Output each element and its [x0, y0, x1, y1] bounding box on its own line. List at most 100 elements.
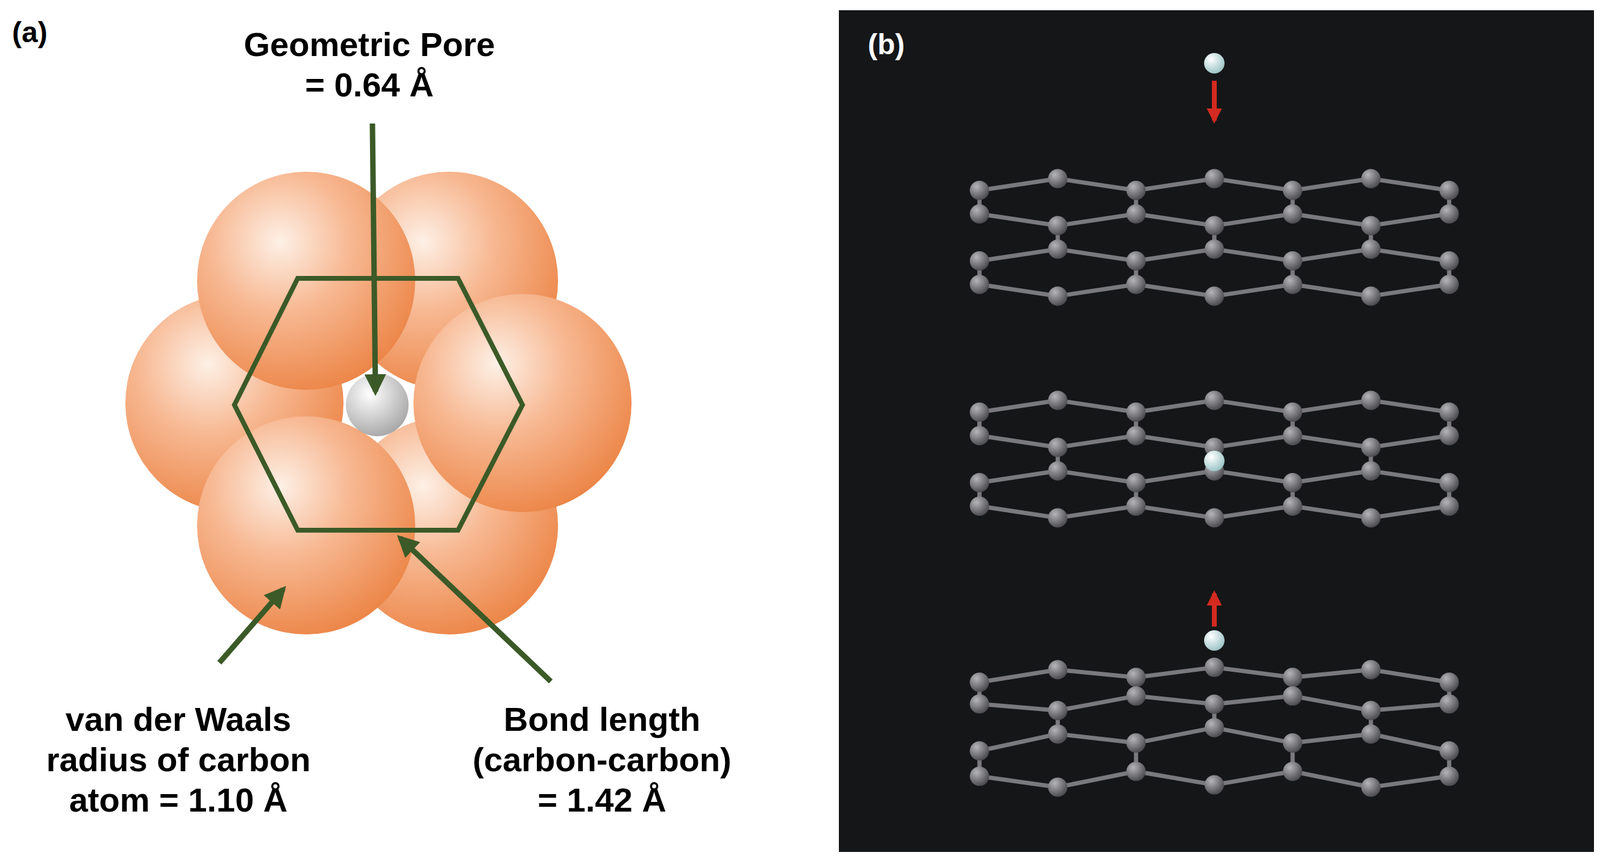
carbon-atom [1126, 426, 1146, 446]
carbon-bond [1057, 435, 1136, 448]
carbon-atom [969, 180, 989, 201]
carbon-atom [1439, 402, 1459, 422]
carbon-atom [1439, 694, 1459, 714]
carbon-atom [1047, 216, 1068, 236]
carbon-atom [1439, 741, 1459, 761]
carbon-bond [1135, 284, 1215, 297]
carbon-bond [1057, 213, 1136, 226]
carbon-atom [1283, 204, 1303, 224]
carbon-bond [1057, 734, 1136, 744]
carbon-atom [1126, 402, 1146, 422]
graphene-sheet [969, 391, 1459, 528]
carbon-bond [1292, 400, 1371, 413]
carbon-atom [969, 402, 989, 422]
carbon-atom [969, 251, 989, 271]
leader-arrow [372, 123, 376, 392]
carbon-bond [1292, 696, 1371, 711]
carbon-atom [1283, 667, 1303, 688]
carbon-bond [1292, 284, 1371, 297]
carbon-atom [969, 274, 989, 295]
carbon-bond [979, 471, 1058, 484]
carbon-atom [1361, 391, 1381, 411]
carbon-bond [1057, 669, 1136, 678]
carbon-bond [1370, 703, 1450, 711]
panel-letter: (b) [867, 27, 905, 63]
carbon-atom [1361, 777, 1381, 797]
carbon-atom [1047, 286, 1068, 307]
carbon-atom [1126, 496, 1146, 516]
carbon-bond [1370, 669, 1450, 683]
carbon-bond [1057, 249, 1136, 262]
carbon-atom [1204, 391, 1224, 411]
carbon-bond [1135, 471, 1215, 484]
carbon-atom [1047, 239, 1068, 260]
carbon-bond [979, 284, 1058, 297]
carbon-bond [1214, 506, 1293, 519]
carbon-bond [1292, 249, 1371, 262]
carbon-atom [1047, 724, 1068, 744]
carbon-atom [1283, 402, 1303, 422]
carbon-bond [1370, 734, 1450, 751]
carbon-atom [1204, 718, 1224, 738]
carbon-bond [1370, 776, 1450, 788]
carbon-bond [1370, 284, 1450, 297]
carbon-bond [1057, 696, 1136, 711]
carbon-bond [1292, 435, 1371, 448]
carbon-atom [1439, 251, 1459, 271]
carbon-bond [979, 213, 1058, 226]
carbon-bond [1057, 471, 1136, 484]
carbon-bond [1370, 471, 1450, 484]
carbon-atom [1047, 391, 1068, 411]
carbon-bond [1292, 506, 1371, 519]
hydrogen-atom [1204, 450, 1225, 472]
graphene-sheet [969, 658, 1459, 798]
carbon-atom [1204, 658, 1224, 678]
dimension-label: Bond length (carbon-carbon) = 1.42 Å [463, 699, 741, 821]
carbon-atom [1204, 169, 1224, 189]
carbon-atom [1283, 426, 1303, 446]
carbon-atom [969, 496, 989, 516]
carbon-atom [1439, 496, 1459, 516]
carbon-atom [1439, 274, 1459, 295]
carbon-bond [1135, 727, 1215, 744]
carbon-bond [979, 400, 1058, 413]
carbon-atom [1047, 438, 1068, 458]
carbon-atom [969, 473, 989, 493]
carbon-bond [1135, 213, 1215, 226]
carbon-bond [1135, 178, 1215, 192]
carbon-atom [1361, 508, 1381, 528]
carbon-atom [1283, 761, 1303, 782]
carbon-bond [979, 703, 1058, 711]
carbon-atom [1126, 686, 1146, 706]
carbon-atom [969, 766, 989, 786]
dark-panel [838, 10, 1594, 853]
carbon-atom [1126, 251, 1146, 271]
carbon-bond [1135, 771, 1215, 785]
carbon-atom [1361, 239, 1381, 260]
carbon-atom [1204, 508, 1224, 528]
carbon-atom [1439, 204, 1459, 224]
carbon-bond [1292, 669, 1371, 678]
hydrogen-atom [1204, 53, 1225, 74]
graphene-sheet [969, 169, 1459, 307]
carbon-atom [969, 204, 989, 224]
carbon-bond [979, 249, 1058, 262]
carbon-bond [1135, 667, 1215, 678]
carbon-atom [969, 741, 989, 761]
carbon-bond [1370, 213, 1450, 226]
carbon-bond [979, 506, 1058, 519]
motion-arrow [1211, 80, 1217, 121]
carbon-bond [1292, 471, 1371, 484]
carbon-bond [1214, 213, 1293, 226]
carbon-atom [1204, 286, 1224, 307]
carbon-bond [1057, 178, 1136, 192]
carbon-atom [1439, 672, 1459, 692]
carbon-bond [1214, 178, 1293, 192]
carbon-atom [1439, 426, 1459, 446]
leader-arrow [219, 589, 284, 663]
carbon-bond [1292, 734, 1371, 744]
hydrogen-atom [1204, 630, 1225, 651]
carbon-atom [1439, 766, 1459, 786]
carbon-atom [1283, 473, 1303, 493]
carbon-atom [1361, 286, 1381, 307]
